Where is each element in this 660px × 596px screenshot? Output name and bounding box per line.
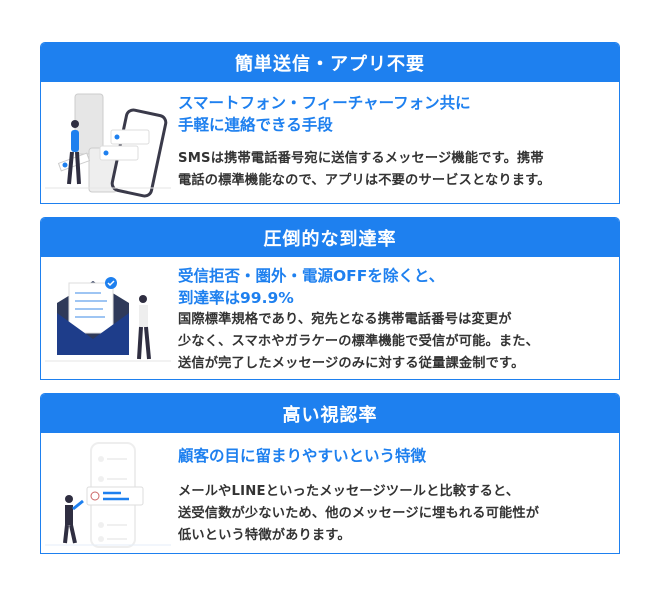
card-header: 圧倒的な到達率 bbox=[41, 218, 619, 257]
feature-card-delivery: 圧倒的な到達率 受信拒否・圏外・電源OFFを除くと、到達率は99.9% 国際標準… bbox=[40, 217, 620, 380]
phones-illustration-icon bbox=[45, 93, 171, 198]
card-description: SMSは携帯電話番号宛に送信するメッセージ機能です。携帯電話の標準機能なので、ア… bbox=[178, 151, 551, 188]
feature-card-visibility: 高い視認率 顧客の目に留まりやすいという特徴 メールやLINEといったメッセージ… bbox=[40, 393, 620, 554]
card-description: メールやLINEといったメッセージツールと比較すると、送受信数が少ないため、他の… bbox=[178, 484, 540, 543]
mail-envelope-illustration-icon bbox=[45, 277, 171, 362]
card-title: 顧客の目に留まりやすいという特徴 bbox=[178, 447, 427, 465]
card-header: 高い視認率 bbox=[41, 394, 619, 433]
card-title: 受信拒否・圏外・電源OFFを除くと、到達率は99.9% bbox=[178, 267, 445, 307]
card-description: 国際標準規格であり、宛先となる携帯電話番号は変更が少なく、スマホやガラケーの標準… bbox=[178, 312, 540, 371]
card-title: スマートフォン・フィーチャーフォン共に手軽に連絡できる手段 bbox=[178, 94, 471, 134]
card-header: 簡単送信・アプリ不要 bbox=[41, 43, 619, 82]
notification-illustration-icon bbox=[45, 442, 171, 548]
feature-card-easy: 簡単送信・アプリ不要 スマートフォン・フィーチャーフォン共に手軽に連絡できる手段… bbox=[40, 42, 620, 204]
